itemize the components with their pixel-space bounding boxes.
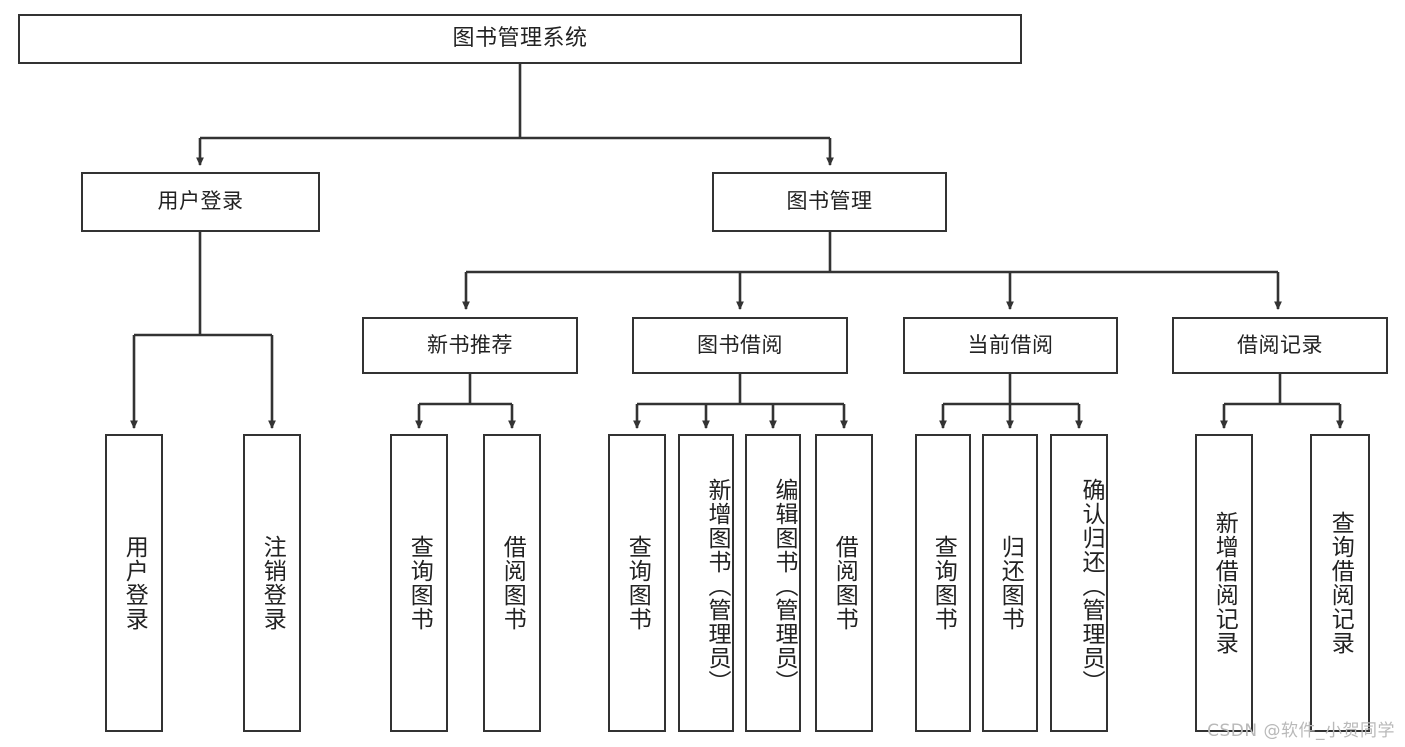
- leaf-query-borrow-record[interactable]: 查询借阅记录: [1310, 434, 1370, 732]
- node-label: 图书管理系统: [452, 25, 588, 51]
- node-book-borrow[interactable]: 图书借阅: [632, 317, 848, 374]
- leaf-user-login[interactable]: 用户登录: [105, 434, 163, 732]
- leaf-user-logout[interactable]: 注销登录: [243, 434, 301, 732]
- node-label: 借阅图书: [499, 535, 526, 631]
- node-user-login[interactable]: 用户登录: [81, 172, 320, 232]
- node-label: 借阅记录: [1237, 332, 1323, 357]
- node-label: 用户登录: [157, 189, 244, 214]
- node-new-book-recommend[interactable]: 新书推荐: [362, 317, 578, 374]
- leaf-add-borrow-record[interactable]: 新增借阅记录: [1195, 434, 1253, 732]
- watermark: CSDN @软件_小贺同学: [1207, 721, 1395, 741]
- leaf-return-book[interactable]: 归还图书: [982, 434, 1038, 732]
- node-label: 新增图书（管理员）: [704, 478, 730, 694]
- node-label: 新书推荐: [427, 332, 513, 357]
- node-label: 编辑图书（管理员）: [771, 478, 797, 694]
- node-label: 当前借阅: [967, 332, 1054, 357]
- node-label: 查询图书: [406, 535, 433, 631]
- node-label: 查询借阅记录: [1327, 511, 1354, 655]
- node-label: 查询图书: [624, 535, 651, 631]
- leaf-add-book-admin[interactable]: 新增图书（管理员）: [678, 434, 734, 732]
- node-label: 确认归还（管理员）: [1078, 478, 1104, 694]
- leaf-query-book-borrow[interactable]: 查询图书: [608, 434, 666, 732]
- node-root-book-management-system[interactable]: 图书管理系统: [18, 14, 1022, 64]
- leaf-borrow-book-recommend[interactable]: 借阅图书: [483, 434, 541, 732]
- leaf-confirm-return-admin[interactable]: 确认归还（管理员）: [1050, 434, 1108, 732]
- leaf-query-book-current[interactable]: 查询图书: [915, 434, 971, 732]
- node-book-management[interactable]: 图书管理: [712, 172, 947, 232]
- node-label: 注销登录: [259, 535, 286, 631]
- node-label: 图书借阅: [697, 332, 783, 357]
- leaf-edit-book-admin[interactable]: 编辑图书（管理员）: [745, 434, 801, 732]
- node-label: 图书管理: [786, 189, 873, 214]
- node-current-borrow[interactable]: 当前借阅: [903, 317, 1118, 374]
- leaf-borrow-book-borrow[interactable]: 借阅图书: [815, 434, 873, 732]
- node-label: 查询图书: [930, 535, 957, 631]
- node-label: 归还图书: [997, 535, 1024, 631]
- node-label: 用户登录: [121, 535, 148, 631]
- leaf-query-book-recommend[interactable]: 查询图书: [390, 434, 448, 732]
- node-borrow-record[interactable]: 借阅记录: [1172, 317, 1388, 374]
- node-label: 借阅图书: [831, 535, 858, 631]
- node-label: 新增借阅记录: [1211, 511, 1238, 655]
